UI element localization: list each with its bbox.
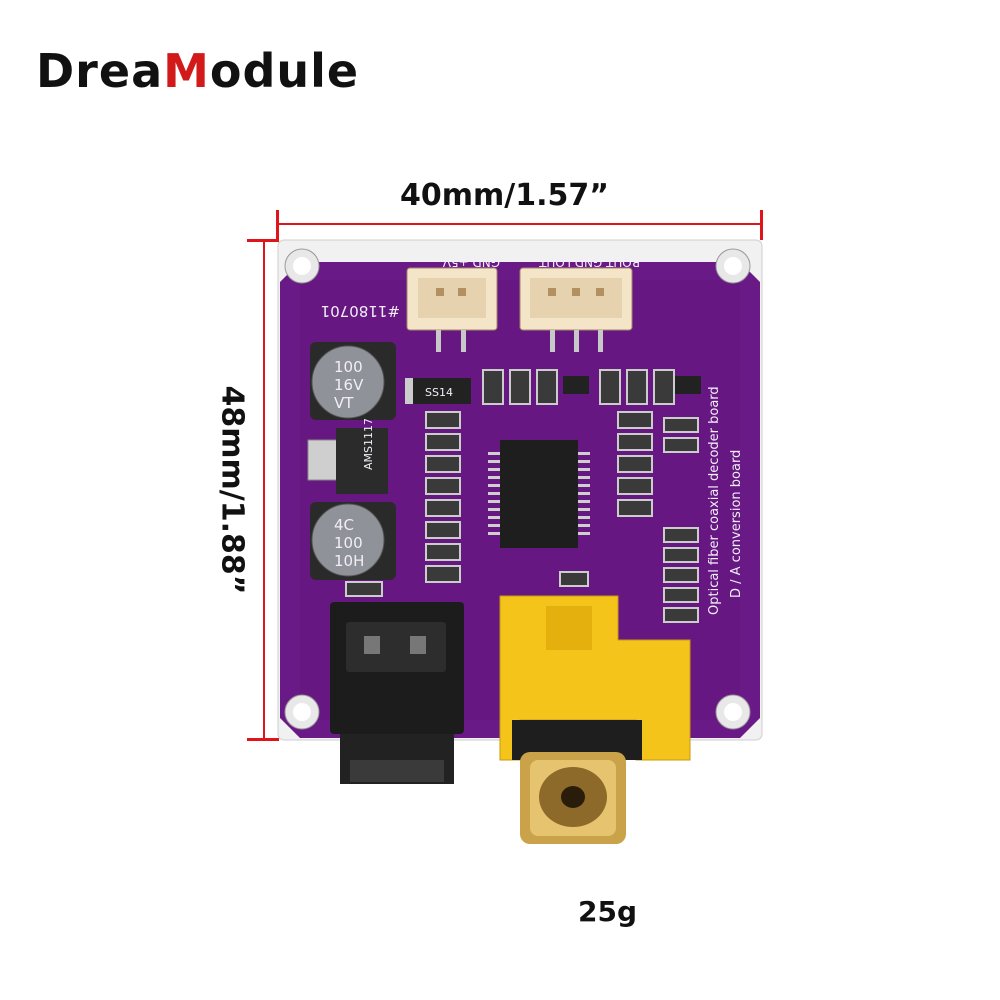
capacitor-top: 100 16V VT — [310, 342, 396, 420]
optical-connector — [330, 602, 464, 784]
svg-text:VT: VT — [334, 394, 354, 412]
voltage-regulator: AMS1117 — [307, 418, 388, 494]
power-pin-label: GND +5V — [442, 255, 500, 269]
brand-logo-text: DreaModule — [36, 44, 360, 98]
brand-logo: DreaModule — [36, 48, 359, 94]
audio-pin-label: ROUT GND LOUT — [538, 255, 640, 269]
svg-text:AMS1117: AMS1117 — [362, 418, 375, 470]
diode: SS14 — [405, 378, 471, 404]
board-desc-line2: D / A conversion board — [729, 450, 744, 598]
smd-parts-bottom — [345, 571, 589, 597]
coaxial-rca-connector — [499, 595, 691, 844]
transistors — [563, 376, 701, 394]
smd-resistors-top — [482, 369, 675, 405]
height-dimension-tick-top — [247, 239, 279, 242]
mounting-holes — [284, 248, 751, 730]
capacitor-bottom: 4C 100 10H — [310, 502, 396, 580]
svg-text:SS14: SS14 — [425, 386, 453, 399]
svg-text:100: 100 — [334, 534, 363, 552]
width-dimension-line — [276, 223, 762, 225]
smd-resistors-left — [425, 411, 461, 583]
power-connector — [406, 267, 498, 352]
board-desc-line1: Optical fiber coaxial decoder board — [707, 386, 722, 615]
height-dimension-line — [263, 240, 265, 740]
width-dimension-tick-left — [276, 210, 279, 240]
height-dimension-tick-bottom — [247, 738, 279, 741]
width-label: 40mm/1.57” — [400, 178, 609, 213]
svg-text:4C: 4C — [334, 516, 354, 534]
weight-label: 25g — [578, 895, 638, 928]
audio-connector — [519, 267, 633, 352]
svg-text:100: 100 — [334, 358, 363, 376]
smd-resistors-right — [617, 411, 699, 623]
svg-text:10H: 10H — [334, 552, 364, 570]
svg-text:16V: 16V — [334, 376, 364, 394]
board-id-label: #1180701 — [321, 302, 400, 320]
decoder-chip — [488, 440, 590, 548]
width-dimension-tick-right — [760, 210, 763, 240]
